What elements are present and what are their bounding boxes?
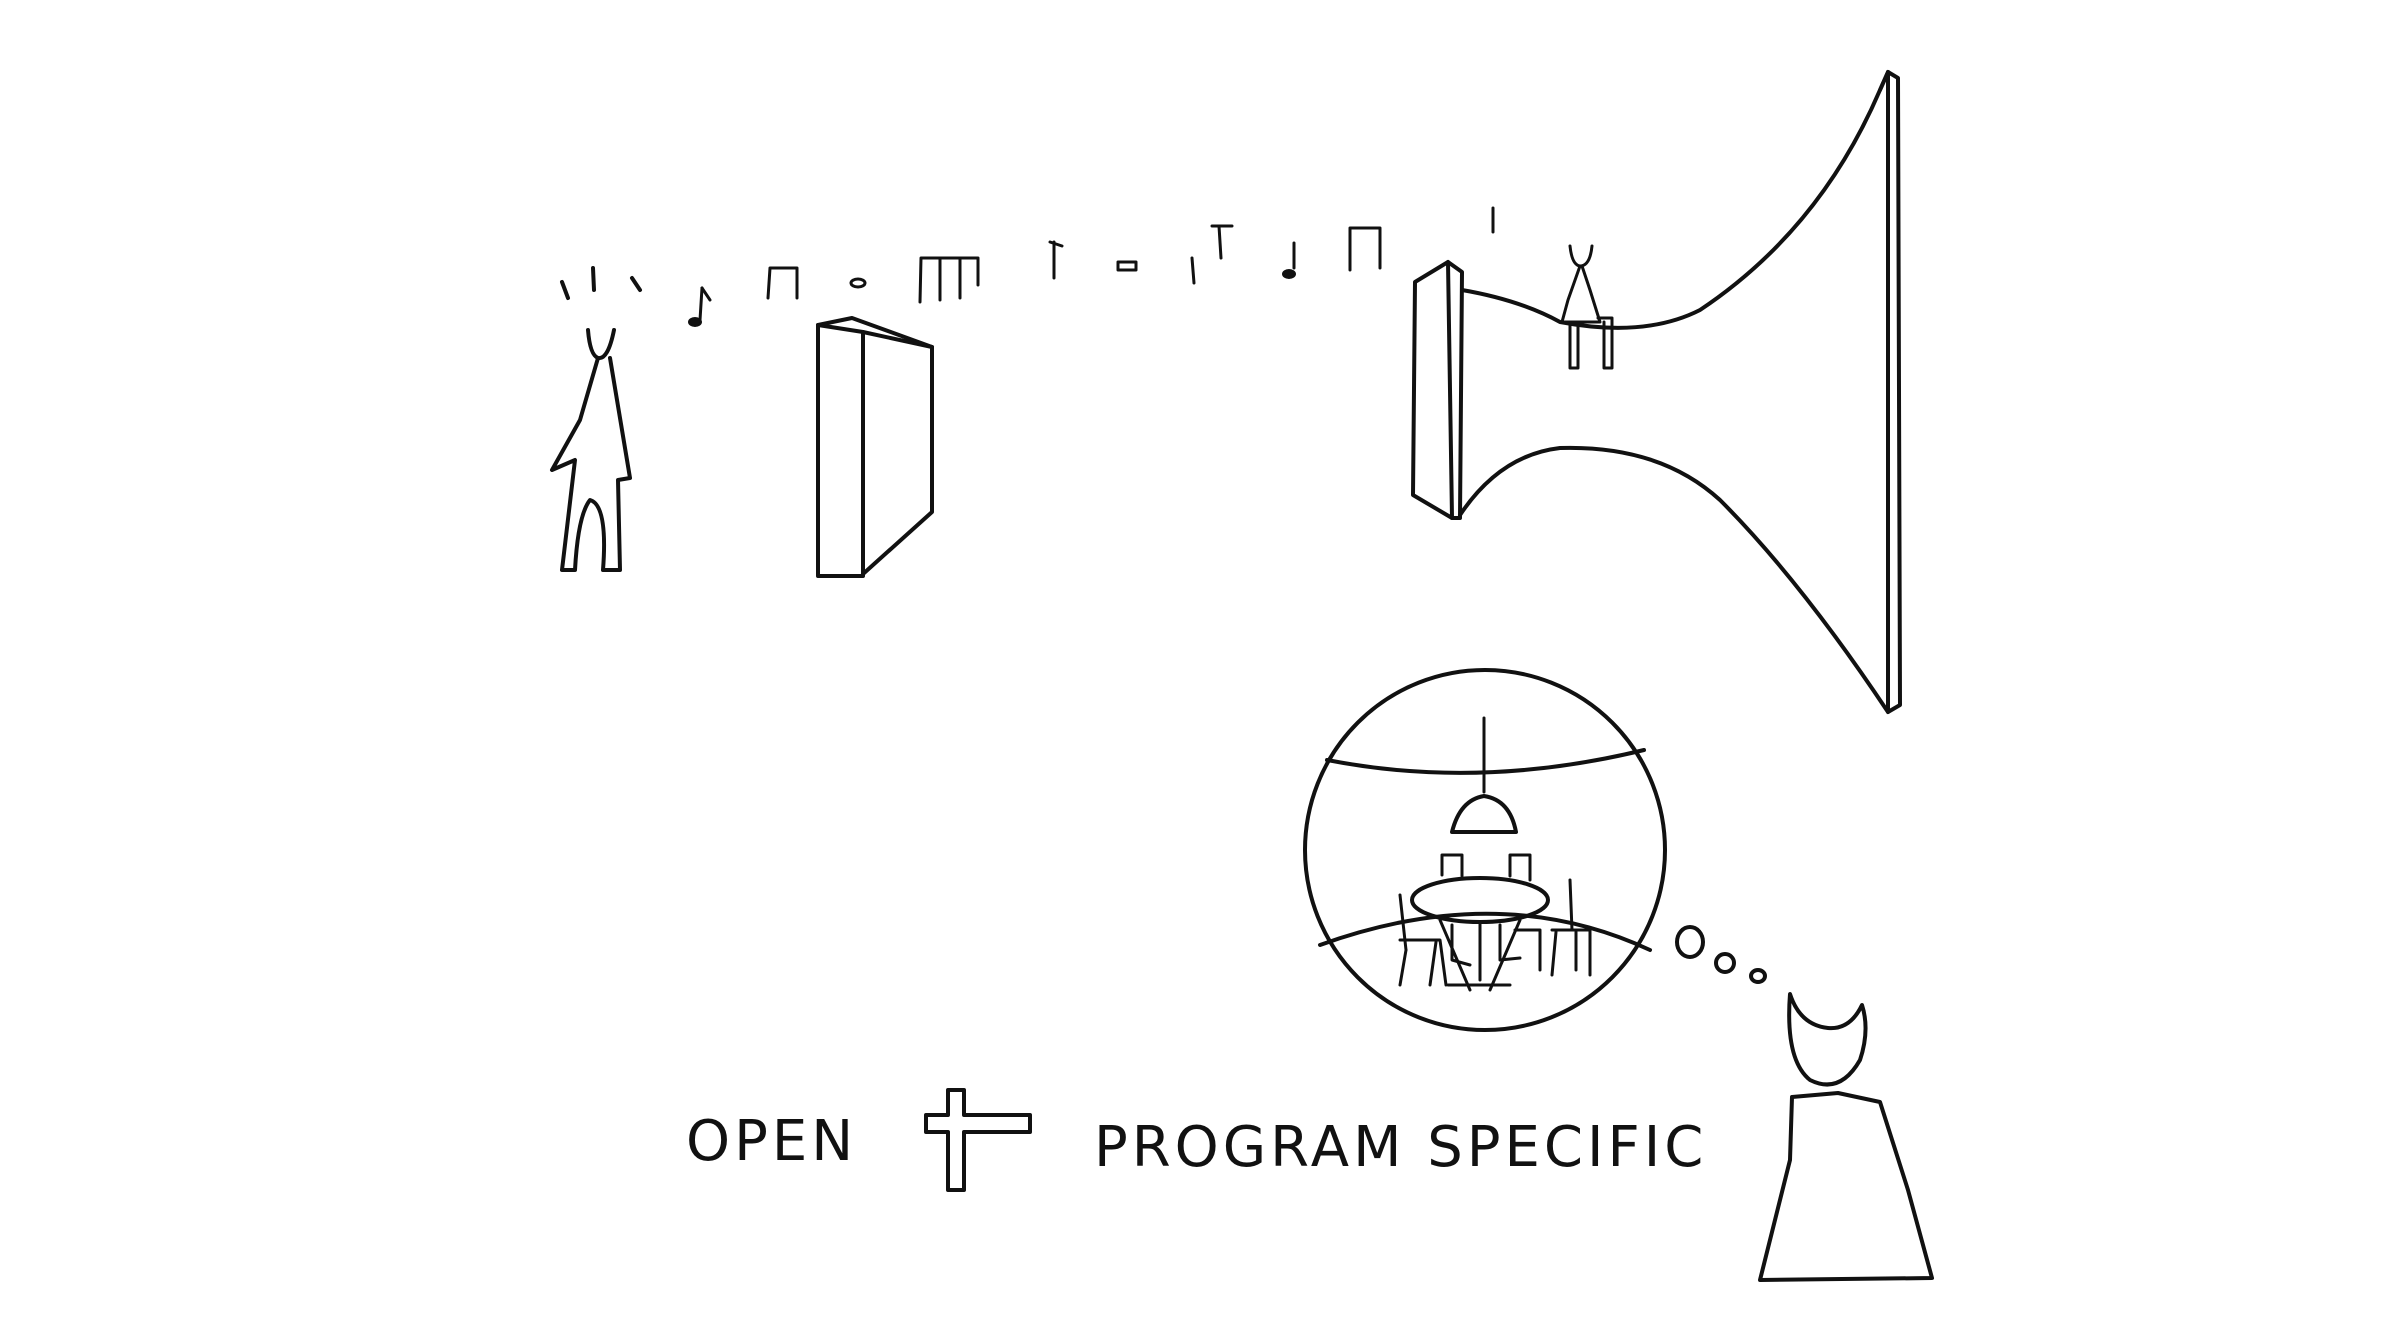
seated-person-figure — [1560, 244, 1614, 370]
caption-group: OPEN PROGRAM SPECIFIC — [686, 1088, 1707, 1192]
caption-program-specific: PROGRAM SPECIFIC — [1094, 1115, 1707, 1180]
open-wall-panel — [816, 316, 934, 578]
plus-sign-icon — [924, 1088, 1032, 1192]
thinking-person-figure — [1758, 992, 1934, 1282]
singing-person-figure — [550, 266, 642, 572]
thought-trail-bubbles — [1675, 925, 1767, 984]
caption-open: OPEN — [686, 1109, 857, 1174]
thought-bubble — [1303, 668, 1667, 1032]
music-notes — [688, 206, 1495, 327]
horn-shape-structure — [1411, 70, 1902, 714]
